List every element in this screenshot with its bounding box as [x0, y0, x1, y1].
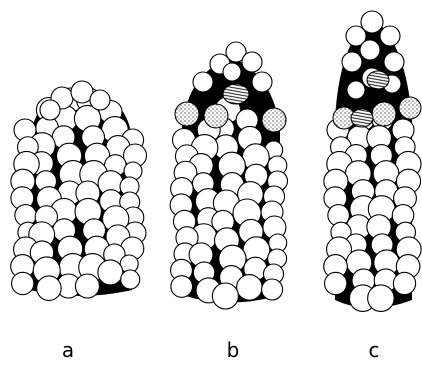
panel-c-label: c [354, 338, 394, 362]
plain-sphere [98, 260, 123, 285]
plain-sphere [193, 72, 213, 92]
panel-a-structure [11, 81, 147, 300]
plain-sphere [75, 274, 99, 298]
striped-sphere [351, 109, 373, 127]
striped-sphere [223, 84, 249, 104]
plain-sphere [237, 275, 263, 301]
plain-sphere [384, 52, 404, 72]
plain-sphere [223, 63, 241, 81]
striped-sphere [367, 71, 389, 89]
plain-sphere [262, 279, 283, 300]
stippled-sphere [175, 102, 199, 126]
plain-sphere [347, 81, 365, 99]
panel-a-label: a [48, 338, 88, 362]
plain-sphere [360, 40, 380, 60]
plain-sphere [368, 285, 395, 312]
plain-sphere [171, 276, 193, 298]
plain-sphere [12, 272, 34, 294]
plain-sphere [37, 276, 62, 301]
plain-sphere [380, 26, 400, 46]
plain-sphere [325, 272, 347, 294]
plain-sphere [121, 270, 140, 289]
stippled-sphere [204, 104, 228, 128]
stippled-sphere [372, 102, 396, 126]
plain-sphere [342, 52, 362, 72]
plain-sphere [40, 100, 60, 120]
panel-b-label: b [213, 338, 253, 362]
plain-sphere [242, 52, 262, 72]
stippled-sphere [262, 108, 286, 132]
plain-sphere [252, 72, 272, 92]
plain-sphere [212, 283, 238, 309]
panel-c-structure [324, 11, 421, 311]
plain-sphere [393, 272, 415, 294]
plain-sphere [90, 90, 110, 110]
panel-b-structure [170, 42, 287, 309]
stippled-sphere [399, 97, 421, 119]
